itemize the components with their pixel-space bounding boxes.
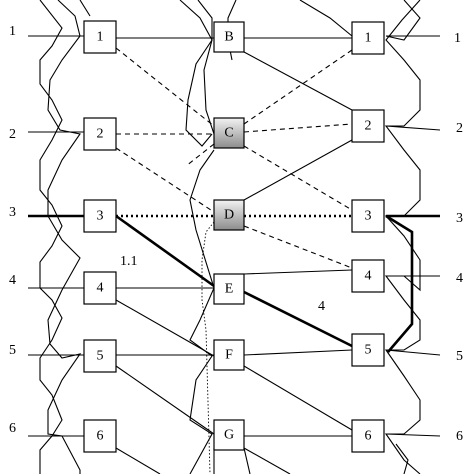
node-center-f xyxy=(213,339,245,371)
node-right-1 xyxy=(351,21,385,55)
node-left-4 xyxy=(83,271,117,305)
node-left-4-label: 4 xyxy=(97,281,104,296)
node-right-5-label: 5 xyxy=(365,343,372,358)
dashed-links xyxy=(115,47,353,269)
input-label-6: 6 xyxy=(9,421,16,436)
node-center-e-label: E xyxy=(225,282,234,297)
output-label-1: 1 xyxy=(454,31,461,46)
node-right-5 xyxy=(351,333,385,367)
node-right-6 xyxy=(351,419,385,453)
node-left-3 xyxy=(83,199,117,233)
node-right-3-label: 3 xyxy=(365,209,372,224)
node-right-4 xyxy=(351,259,385,293)
center-column-nodes: B C D E F G xyxy=(213,21,245,451)
node-center-d xyxy=(213,199,245,231)
input-label-5: 5 xyxy=(9,343,16,358)
output-label-2: 2 xyxy=(456,121,463,136)
node-right-2-label: 2 xyxy=(365,119,372,134)
node-center-b xyxy=(213,21,245,53)
terminal-lines xyxy=(28,35,441,437)
node-right-2 xyxy=(351,109,385,143)
input-label-2: 2 xyxy=(9,127,16,142)
node-left-5-label: 5 xyxy=(97,349,104,364)
node-left-1 xyxy=(83,20,117,54)
left-column-nodes: 1 2 3 4 5 6 xyxy=(83,20,117,453)
right-column-nodes: 1 2 3 4 5 6 xyxy=(351,21,385,453)
node-right-6-label: 6 xyxy=(365,429,372,444)
node-center-g xyxy=(213,419,245,451)
dotted-links xyxy=(116,214,352,474)
node-left-6-label: 6 xyxy=(97,429,104,444)
node-right-1-label: 1 xyxy=(365,31,372,46)
path-annotation-left: 1.1 xyxy=(120,254,138,269)
node-left-1-label: 1 xyxy=(97,30,104,45)
right-output-labels: 1 2 3 4 5 6 xyxy=(454,31,463,444)
center-backbone-wires xyxy=(179,0,251,474)
left-input-labels: 1 2 3 4 5 6 xyxy=(9,24,16,436)
node-left-5 xyxy=(83,339,117,373)
output-label-5: 5 xyxy=(456,349,463,364)
node-left-3-label: 3 xyxy=(97,209,104,224)
highlighted-path xyxy=(115,214,414,353)
node-left-2-label: 2 xyxy=(97,127,104,142)
output-label-3: 3 xyxy=(456,211,463,226)
node-center-b-label: B xyxy=(224,30,233,45)
output-label-4: 4 xyxy=(456,271,463,286)
node-center-e xyxy=(213,273,245,305)
solid-links xyxy=(115,37,353,474)
left-backbone-wires xyxy=(39,0,91,474)
node-right-3 xyxy=(351,199,385,233)
node-center-f-label: F xyxy=(225,348,233,363)
node-center-g-label: G xyxy=(224,428,234,443)
path-annotation-right: 4 xyxy=(318,299,325,314)
node-left-6 xyxy=(83,419,117,453)
node-right-4-label: 4 xyxy=(365,269,372,284)
input-label-3: 3 xyxy=(9,205,16,220)
node-left-2 xyxy=(83,117,117,151)
right-backbone-wires xyxy=(299,0,421,474)
node-center-c-label: C xyxy=(224,126,233,141)
input-label-1: 1 xyxy=(9,24,16,39)
output-label-6: 6 xyxy=(456,429,463,444)
node-center-c xyxy=(213,117,245,149)
node-center-d-label: D xyxy=(224,208,234,223)
input-label-4: 4 xyxy=(9,273,16,288)
